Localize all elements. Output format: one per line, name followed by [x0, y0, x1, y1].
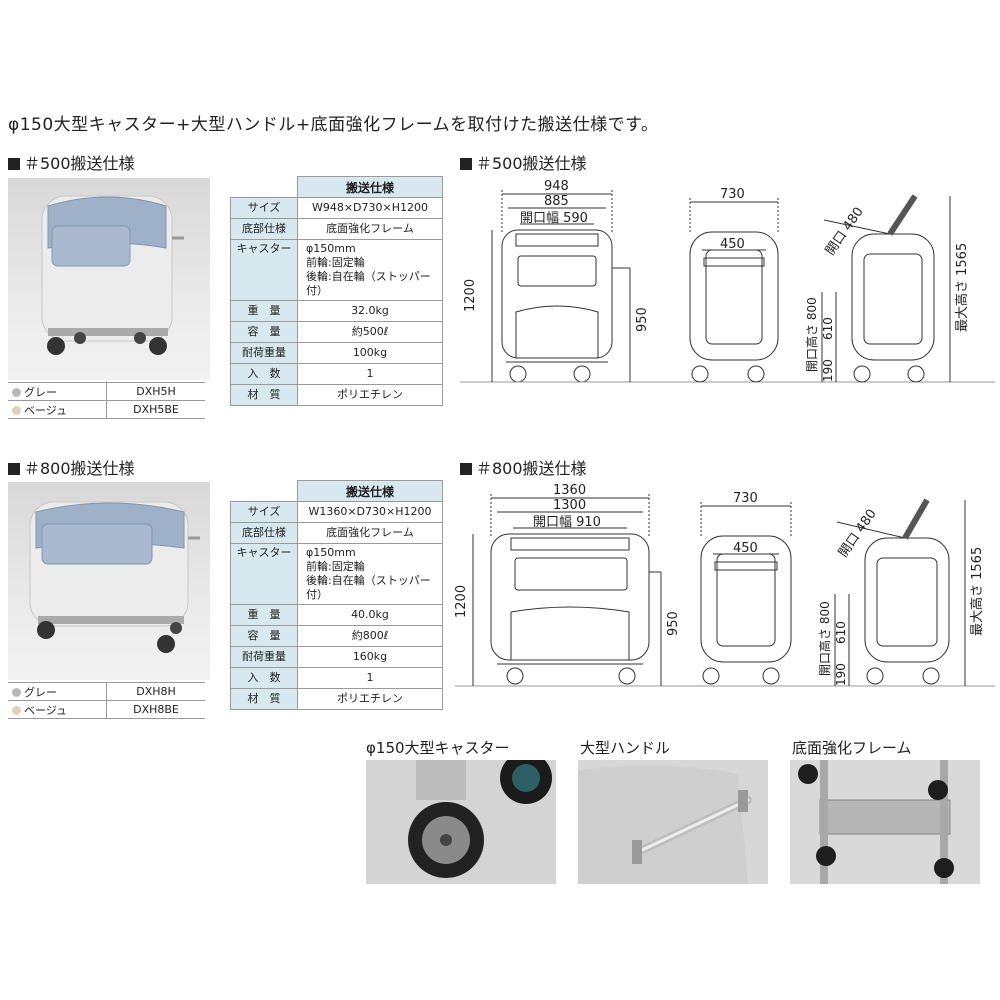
feature-caption-caster: φ150大型キャスター: [366, 739, 510, 757]
dim-950-label: 950: [666, 611, 681, 636]
frame-image: [790, 760, 980, 884]
product-photo-800: [8, 482, 210, 680]
spec-row: 底部仕様底面強化フレーム: [230, 218, 443, 240]
spec-row: 底部仕様底面強化フレーム: [230, 522, 443, 544]
dim-610-label: 610: [834, 621, 848, 644]
bullet-square-icon: [8, 158, 20, 170]
dim-lid-label: 開口 480: [823, 205, 867, 259]
dim-max-height-label: 最大高さ 1565: [954, 243, 970, 332]
dim-inner-depth-label: 450: [733, 541, 758, 556]
spec-row: 容 量約800ℓ: [230, 625, 443, 647]
caster-image: [366, 760, 556, 884]
handle-photo: [578, 760, 768, 884]
section-title-500: ＃500搬送仕様: [8, 150, 135, 174]
product-photo-500: [8, 178, 210, 380]
dim-190-label: 190: [834, 663, 848, 686]
spec-row: キャスター φ150mm 前輪:固定輪 後輪:自在輪（ストッパー付）: [230, 543, 443, 605]
dim-open-height-label: 開口高さ 800: [804, 297, 819, 372]
dimension-drawing-500: 948 885 開口幅 590 1200 950 730 450 開口 480 …: [460, 179, 995, 383]
color-row: ベージュ DXH5BE: [8, 400, 205, 419]
dim-lid-label: 開口 480: [836, 507, 880, 561]
dim-opening-label: 開口幅 910: [533, 515, 601, 530]
handle-image: [578, 760, 768, 884]
bullet-square-icon: [460, 158, 472, 170]
spec-row: 材 質ポリエチレン: [230, 384, 443, 406]
drawing-title-800: ＃800搬送仕様: [460, 455, 587, 479]
feature-caption-frame: 底面強化フレーム: [792, 739, 912, 757]
dim-950-label: 950: [635, 307, 650, 332]
color-row: グレー DXH8H: [8, 682, 205, 701]
dim-height-label: 1200: [463, 279, 478, 312]
spec-row: 容 量約500ℓ: [230, 321, 443, 343]
caster-photo: [366, 760, 556, 884]
beige-swatch-icon: [12, 405, 21, 415]
dim-max-height-label: 最大高さ 1565: [969, 547, 985, 636]
dumpster-image: [29, 501, 200, 653]
dumpster-image: [41, 195, 184, 355]
spec-row: 材 質ポリエチレン: [230, 688, 443, 710]
spec-row: キャスター φ150mm 前輪:固定輪 後輪:自在輪（ストッパー付）: [230, 239, 443, 301]
dim-inner-width-label: 1300: [553, 498, 586, 513]
page-headline: φ150大型キャスター+大型ハンドル+底面強化フレームを取付けた搬送仕様です。: [8, 115, 659, 135]
dim-depth-label: 730: [720, 187, 745, 202]
beige-swatch-icon: [12, 705, 21, 715]
bullet-square-icon: [460, 463, 472, 475]
dimension-drawing-800: 1360 1300 開口幅 910 1200 950 730 450 開口 48…: [455, 483, 995, 687]
dim-inner-depth-label: 450: [720, 237, 745, 252]
drawing-title-500: ＃500搬送仕様: [460, 150, 587, 174]
bullet-square-icon: [8, 463, 20, 475]
section-title-800: ＃800搬送仕様: [8, 455, 135, 479]
dim-inner-width-label: 885: [544, 194, 569, 209]
dim-open-height-label: 開口高さ 800: [817, 601, 832, 676]
color-row: ベージュ DXH8BE: [8, 700, 205, 719]
color-table-500: グレー DXH5H ベージュ DXH5BE: [8, 382, 205, 419]
dim-width-label: 948: [544, 179, 569, 194]
feature-caption-handle: 大型ハンドル: [580, 739, 671, 757]
dim-610-label: 610: [821, 317, 835, 340]
dim-height-label: 1200: [455, 585, 469, 618]
color-table-800: グレー DXH8H ベージュ DXH8BE: [8, 682, 205, 719]
dim-width-label: 1360: [553, 483, 586, 498]
gray-swatch-icon: [12, 387, 21, 397]
frame-photo: [790, 760, 980, 884]
color-row: グレー DXH5H: [8, 382, 205, 401]
dim-opening-label: 開口幅 590: [520, 211, 588, 226]
dim-190-label: 190: [821, 359, 835, 382]
dim-depth-label: 730: [733, 491, 758, 506]
gray-swatch-icon: [12, 687, 21, 697]
